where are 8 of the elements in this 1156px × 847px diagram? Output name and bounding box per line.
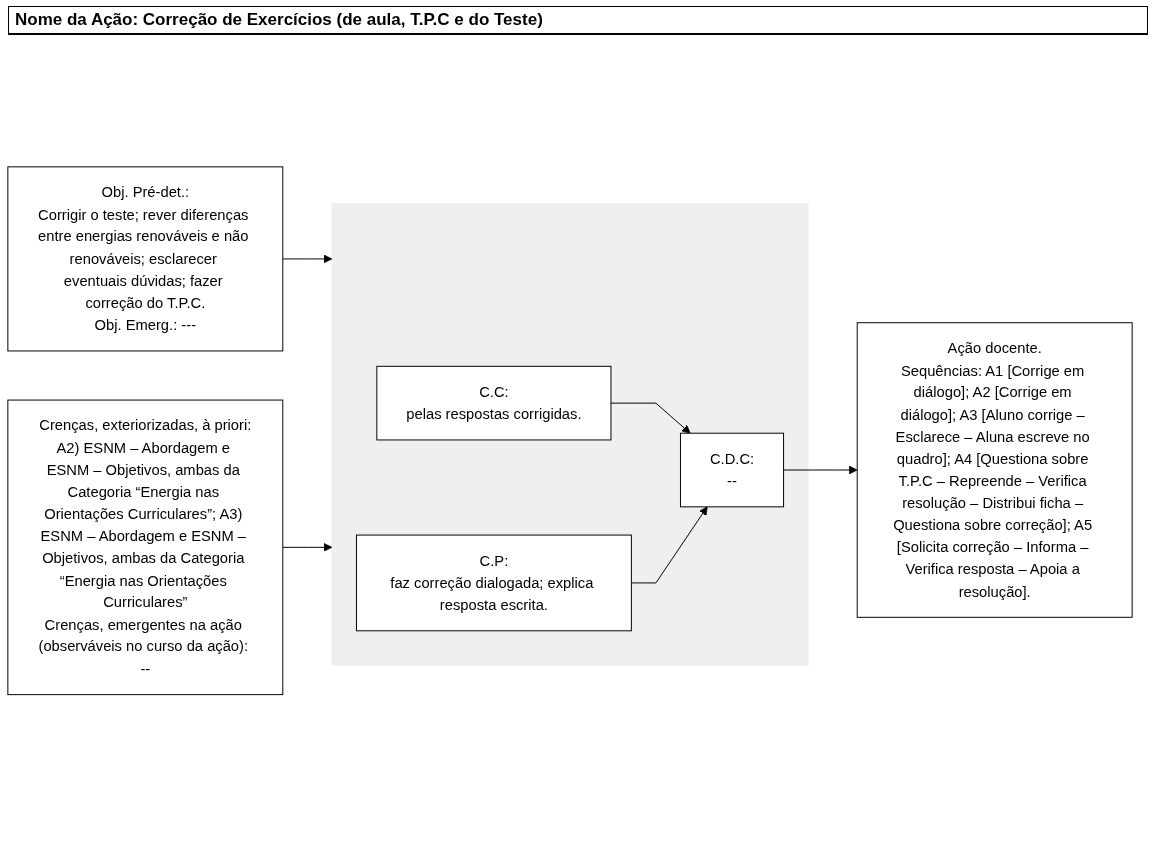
node-box: C.C: pelas respostas corrigidas.	[376, 366, 612, 441]
title-bar: Nome da Ação: Correção de Exercícios (de aula, T.P.C e do Teste)	[8, 6, 1148, 35]
node-box: C.D.C: --	[679, 432, 785, 508]
node-box: Crenças, exteriorizadas, à priori: A2) ESNM – Abordagem e ESNM – Objetivos, ambas da Categoria “Energia nas Orientações Curriculares”; A3) ESNM – Abordagem e ESNM – Objetivos, ambas da Categoria “Energia nas Orientações Curriculares” Crenças, emergentes na ação (observáveis no curso da ação): --	[7, 399, 284, 696]
node-box: C.P: faz correção dialogada; explica resposta escrita.	[355, 534, 632, 632]
node-box: Ação docente. Sequências: A1 [Corrige em diálogo]; A2 [Corrige em diálogo]; A3 [Aluno corrige – Esclarece – Aluna escreve no quadro]; A4 [Questiona sobre T.P.C – Repreende – Verifica resolução – Distribui ficha – Questiona sobre correção]; A5 [Solicita correção – Informa – Verifica resposta – Apoia a resolução].	[856, 322, 1133, 619]
node-box: Obj. Pré-det.: Corrigir o teste; rever diferenças entre energias renováveis e não renováveis; esclarecer eventuais dúvidas; fazer correção do T.P.C. Obj. Emerg.: ---	[7, 166, 284, 352]
cluster	[331, 203, 809, 666]
